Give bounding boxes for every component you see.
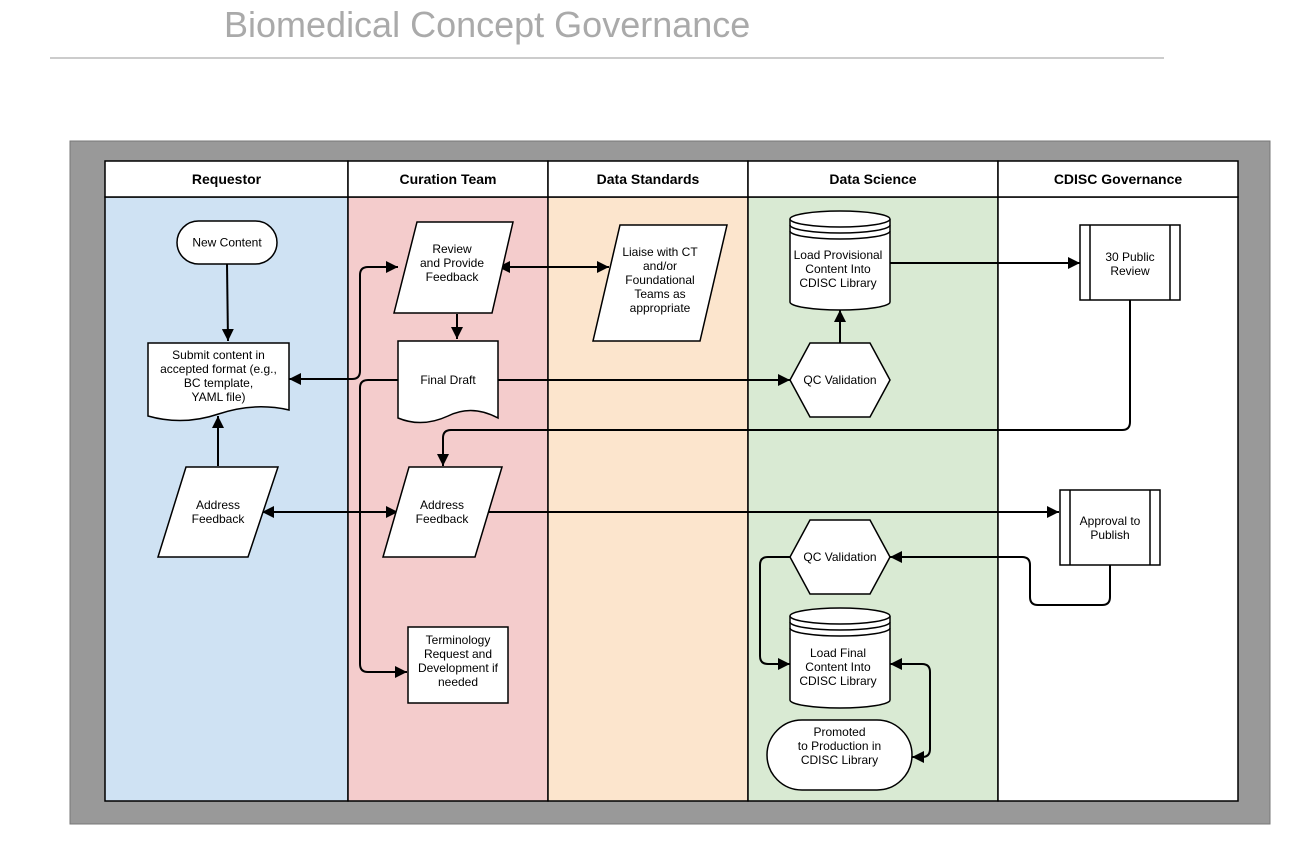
lane-data-science-label: Data Science: [829, 171, 916, 187]
node-label-line: New Content: [192, 236, 262, 250]
edge-approval-to-qc2: [890, 551, 1111, 606]
lane-requestor-header: [104, 160, 349, 198]
node-label-line: QC Validation: [803, 373, 876, 387]
node-label-line: Content Into: [805, 660, 871, 674]
node-label-line: Submit content in: [172, 348, 265, 362]
page-title: Biomedical Concept Governance: [224, 4, 751, 45]
edge-review-to-address-curation: [437, 300, 1131, 466]
node-label-line: to Production in: [798, 739, 881, 753]
node-label-line: CDISC Library: [801, 753, 878, 767]
node-label-line: Publish: [1090, 528, 1129, 542]
node-label-line: needed: [438, 675, 478, 689]
node-label-line: Load Provisional: [794, 248, 883, 262]
edge-final-draft-to-terminology: [359, 379, 407, 678]
node-label-line: and/or: [643, 259, 677, 273]
lane-data-standards-label: Data Standards: [597, 171, 700, 187]
svg-text:QC Validation: QC Validation: [803, 373, 876, 387]
node-new-content: New Content: [176, 220, 278, 265]
edge-load-final-to-promoted: [890, 658, 931, 763]
node-qc-validation-1: QC Validation: [789, 342, 891, 418]
node-label-line: Address: [420, 498, 464, 512]
node-label-line: Content Into: [805, 262, 871, 276]
node-label-line: Review: [432, 242, 472, 256]
node-label-line: and Provide: [420, 256, 484, 270]
edge-new-content-to-submit: [221, 263, 234, 342]
node-label-line: accepted format (e.g.,: [160, 362, 277, 376]
lane-curation-label: Curation Team: [400, 171, 497, 187]
lane-curation-header: [347, 160, 549, 198]
lane-data-standards-header: [547, 160, 749, 198]
node-label-line: Development if: [418, 661, 499, 675]
node-label-line: Liaise with CT: [622, 245, 698, 259]
node-label-line: BC template,: [184, 376, 253, 390]
svg-text:QC Validation: QC Validation: [803, 550, 876, 564]
node-label-line: CDISC Library: [799, 276, 876, 290]
node-label-line: YAML file): [191, 390, 245, 404]
lane-requestor-label: Requestor: [192, 171, 262, 187]
lane-governance-header: [997, 160, 1239, 198]
node-label-line: Foundational: [625, 273, 694, 287]
svg-text:New Content: New Content: [192, 236, 262, 250]
node-label-line: Feedback: [416, 512, 470, 526]
node-label-line: appropriate: [630, 301, 691, 315]
node-final-draft: Final Draft: [397, 340, 499, 424]
node-label-line: Load Final: [810, 646, 866, 660]
title-divider: [50, 57, 1164, 59]
node-label-line: Request and: [424, 647, 492, 661]
node-label-line: Approval to: [1080, 514, 1141, 528]
node-label-line: CDISC Library: [799, 674, 876, 688]
node-label-line: Final Draft: [420, 373, 476, 387]
node-label-line: Address: [196, 498, 240, 512]
svg-text:Final Draft: Final Draft: [420, 373, 476, 387]
node-label-line: Feedback: [192, 512, 246, 526]
node-label-line: Feedback: [426, 270, 480, 284]
lane-governance-label: CDISC Governance: [1054, 171, 1183, 187]
node-qc-validation-2: QC Validation: [789, 519, 891, 595]
node-label-line: Terminology: [426, 633, 491, 647]
edge-qc2-to-load-final: [759, 556, 790, 670]
node-label-line: Teams as: [634, 287, 685, 301]
edge-submit-to-review: [289, 261, 398, 385]
node-label-line: 30 Public: [1105, 250, 1154, 264]
node-label-line: Review: [1110, 264, 1150, 278]
node-label-line: QC Validation: [803, 550, 876, 564]
node-label-line: Promoted: [813, 725, 865, 739]
